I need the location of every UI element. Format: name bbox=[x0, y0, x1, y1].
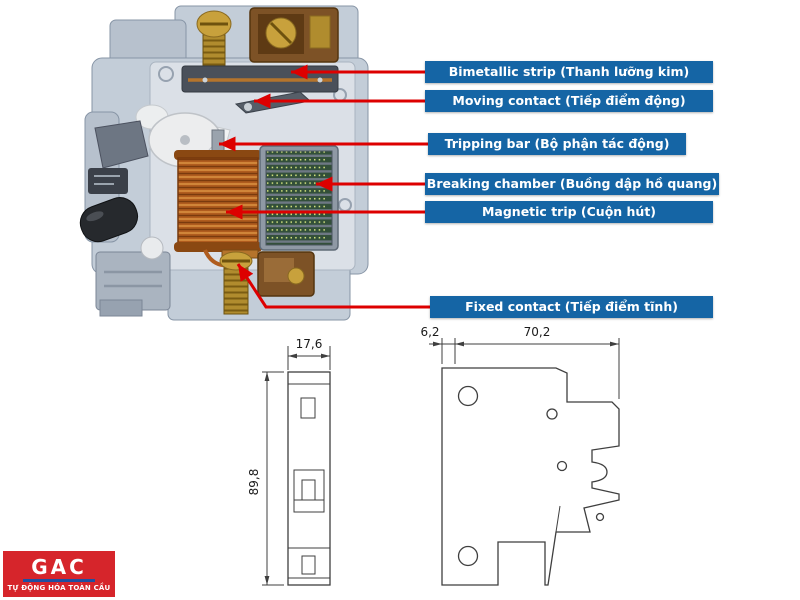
bimetallic-strip-part bbox=[181, 65, 339, 93]
side-view-drawing bbox=[287, 371, 331, 586]
label-moving-contact: Moving contact (Tiếp điểm động) bbox=[425, 90, 713, 112]
gac-logo: GAC TỰ ĐỘNG HÓA TOÀN CẦU bbox=[3, 551, 115, 597]
side-view-dimensions: 17,6 89,8 bbox=[247, 337, 331, 586]
top-terminal-screw bbox=[196, 10, 232, 69]
arrow-fixed-contact bbox=[236, 263, 431, 309]
label-bimetallic-strip: Bimetallic strip (Thanh lưỡng kim) bbox=[425, 61, 713, 83]
dimension-profile-depth: 70,2 bbox=[524, 325, 551, 339]
bottom-terminal-block bbox=[257, 251, 315, 297]
fixed-contact-part bbox=[219, 249, 259, 315]
solenoid-cylinder bbox=[79, 197, 139, 243]
label-magnetic-trip: Magnetic trip (Cuộn hút) bbox=[425, 201, 713, 223]
profile-view-drawing bbox=[441, 367, 620, 586]
logo-wordmark: GAC bbox=[31, 554, 87, 579]
dimension-side-width: 17,6 bbox=[296, 337, 323, 351]
breaker-cutaway-illustration bbox=[79, 5, 369, 321]
breaking-chamber-part bbox=[259, 145, 339, 251]
top-terminal-block bbox=[249, 7, 339, 63]
logo-tagline: TỰ ĐỘNG HÓA TOÀN CẦU bbox=[7, 583, 111, 592]
logo-underline bbox=[23, 578, 95, 582]
dimension-profile-offset: 6,2 bbox=[420, 325, 439, 339]
dimension-side-height: 89,8 bbox=[247, 469, 261, 496]
label-breaking-chamber: Breaking chamber (Buồng dập hồ quang) bbox=[425, 173, 719, 195]
label-fixed-contact: Fixed contact (Tiếp điểm tĩnh) bbox=[430, 296, 713, 318]
callout-arrows bbox=[219, 64, 431, 309]
label-tripping-bar: Tripping bar (Bộ phận tác động) bbox=[428, 133, 686, 155]
profile-view-dimensions: 6,2 70,2 bbox=[420, 325, 620, 399]
toggle-handle bbox=[88, 120, 149, 194]
din-rail-clip bbox=[95, 236, 171, 317]
magnetic-trip-coil-part bbox=[174, 129, 262, 268]
